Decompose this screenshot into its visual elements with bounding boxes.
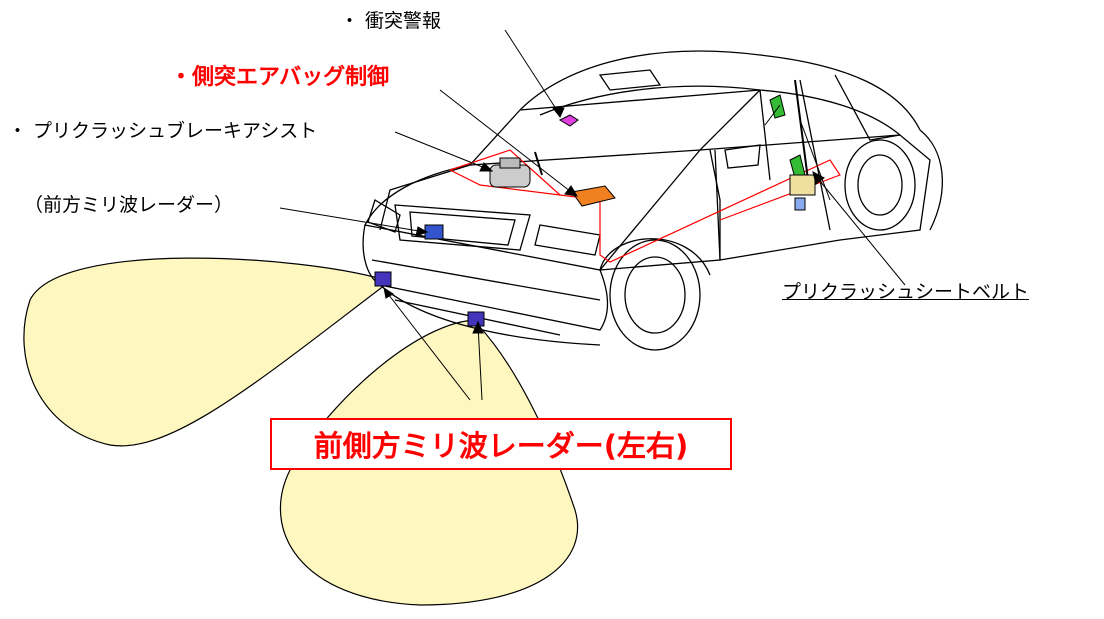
leader-lines — [279, 29, 906, 401]
label-precrash-brake-assist: ・ プリクラッシュブレーキアシスト — [8, 120, 318, 142]
side-airbag-ecu — [571, 185, 616, 207]
brake-assist-actuator — [489, 151, 543, 188]
car-outline — [362, 50, 943, 351]
label-front-side-mmwave-radar: 前側方ミリ波レーダー(左右) — [270, 418, 732, 470]
label-collision-warning: ・ 衝突警報 — [340, 10, 442, 32]
label-side-airbag-control: ・側突エアバッグ制御 — [170, 65, 390, 90]
collision-warning-indicator — [558, 114, 579, 127]
label-precrash-seatbelt: プリクラッシュシートベルト — [782, 281, 1030, 303]
left-radar-beam — [23, 257, 386, 447]
right-side-radar-unit — [467, 311, 485, 327]
left-side-radar-unit — [374, 271, 392, 287]
seatbelt-assembly — [764, 79, 831, 211]
label-front-mmwave-radar: （前方ミリ波レーダー） — [24, 194, 234, 216]
